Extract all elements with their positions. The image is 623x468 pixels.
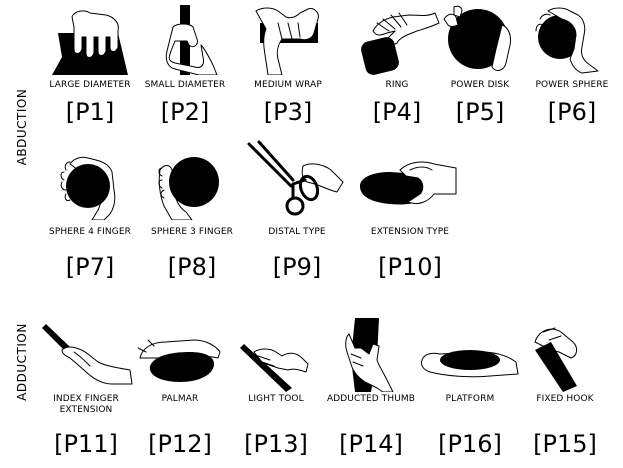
grasp-code: [P9] <box>247 253 347 281</box>
extension-type-illustration <box>360 150 460 220</box>
grasp-name: SPHERE 3 FINGER <box>142 227 242 238</box>
palmar-illustration <box>130 322 230 392</box>
grasp-name: PLATFORM <box>420 394 520 405</box>
grasp-name: FIXED HOOK <box>515 394 615 405</box>
sphere-4-finger-illustration <box>40 150 140 220</box>
grasp-code: [P11] <box>36 430 136 458</box>
platform-illustration <box>420 322 520 392</box>
grasp-name: INDEX FINGER EXTENSION <box>36 394 136 416</box>
section-label-abduction: ABDUCTION <box>15 87 29 167</box>
grasp-name: SPHERE 4 FINGER <box>40 227 140 238</box>
grasp-name: DISTAL TYPE <box>247 227 347 238</box>
sphere-3-finger-illustration <box>142 150 242 220</box>
grasp-name: POWER DISK <box>430 80 530 91</box>
grasp-code: [P12] <box>130 430 230 458</box>
grasp-name: LARGE DIAMETER <box>40 80 140 91</box>
large-diameter-illustration <box>40 5 140 75</box>
grasp-code: [P6] <box>522 98 622 126</box>
grasp-code: [P7] <box>40 253 140 281</box>
grasp-code: [P3] <box>238 98 338 126</box>
grasp-code: [P13] <box>226 430 326 458</box>
grasp-code: [P1] <box>40 98 140 126</box>
light-tool-illustration <box>226 322 326 392</box>
section-label-adduction: ADDUCTION <box>15 322 29 402</box>
grasp-code: [P14] <box>321 430 421 458</box>
grasp-name: LIGHT TOOL <box>226 394 326 405</box>
grasp-name: MEDIUM WRAP <box>238 80 338 91</box>
power-disk-illustration <box>430 5 530 75</box>
small-diameter-illustration <box>135 5 235 75</box>
fixed-hook-illustration <box>515 322 615 392</box>
grasp-name: POWER SPHERE <box>522 80 622 91</box>
distal-type-illustration <box>247 140 347 218</box>
grasp-name: ADDUCTED THUMB <box>321 394 421 405</box>
grasp-code: [P10] <box>360 253 460 281</box>
grasp-code: [P5] <box>430 98 530 126</box>
grasp-code: [P15] <box>515 430 615 458</box>
grasp-code: [P16] <box>420 430 520 458</box>
grasp-name: PALMAR <box>130 394 230 405</box>
power-sphere-illustration <box>522 5 622 75</box>
adducted-thumb-illustration <box>321 318 421 392</box>
grasp-code: [P8] <box>142 253 242 281</box>
grasp-name: EXTENSION TYPE <box>360 227 460 238</box>
medium-wrap-illustration <box>238 5 338 75</box>
grasp-name: SMALL DIAMETER <box>135 80 235 91</box>
index-finger-extension-illustration <box>36 322 136 392</box>
grasp-code: [P2] <box>135 98 235 126</box>
